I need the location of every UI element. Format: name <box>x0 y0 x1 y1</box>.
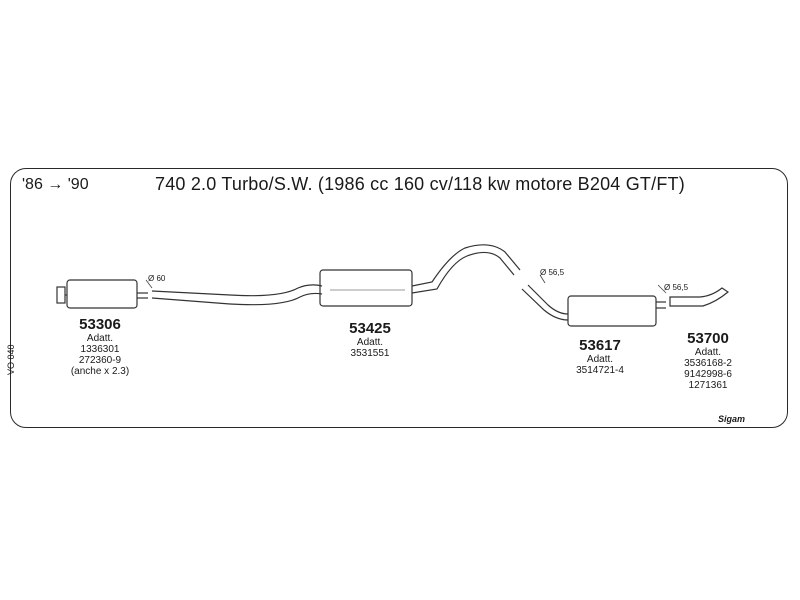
catalog-code: VO 040 <box>6 344 16 375</box>
part-53617: 53617 Adatt. 3514721-4 <box>560 337 640 376</box>
front-silencer <box>56 279 148 309</box>
rear-bend <box>521 284 569 321</box>
intermediate-pipe <box>151 284 323 306</box>
part-code: 53425 <box>349 320 391 337</box>
tail-pipe <box>669 287 730 307</box>
part-ref: 3531551 <box>350 348 390 359</box>
vehicle-title: 740 2.0 Turbo/S.W. (1986 cc 160 cv/118 k… <box>155 174 685 194</box>
part-53425: 53425 Adatt. 3531551 <box>330 320 410 359</box>
part-53700: 53700 Adatt. 3536168-2 9142998-6 1271361 <box>668 330 748 391</box>
part-53306: 53306 Adatt. 1336301 272360-9 (anche x 2… <box>60 316 140 377</box>
part-ref: 3514721-4 <box>576 365 624 376</box>
part-label: Adatt. <box>694 347 722 358</box>
diameter-front: Ø 60 <box>148 274 166 283</box>
part-ref: 272360-9 <box>78 355 122 366</box>
brand-logo: Sigam <box>718 414 746 424</box>
part-ref: 1271361 <box>688 380 728 391</box>
part-code: 53306 <box>79 316 121 333</box>
year-range: '86 → '90 <box>22 176 89 193</box>
diameter-rear: Ø 56,5 <box>664 283 689 292</box>
part-label: Adatt. <box>86 333 114 344</box>
part-ref: 9142998-6 <box>684 369 732 380</box>
rising-pipe <box>411 244 521 294</box>
diagram-frame <box>10 168 788 428</box>
part-label: Adatt. <box>586 354 614 365</box>
diameter-mid: Ø 56,5 <box>540 268 565 277</box>
rear-silencer <box>567 295 666 327</box>
part-code: 53617 <box>579 337 621 354</box>
part-label: Adatt. <box>356 337 384 348</box>
part-ref: 3536168-2 <box>684 358 732 369</box>
part-code: 53700 <box>687 330 729 347</box>
center-silencer <box>319 269 413 307</box>
diameter-leaders <box>145 274 667 294</box>
part-ref: 1336301 <box>80 344 120 355</box>
part-ref: (anche x 2.3) <box>70 366 130 377</box>
